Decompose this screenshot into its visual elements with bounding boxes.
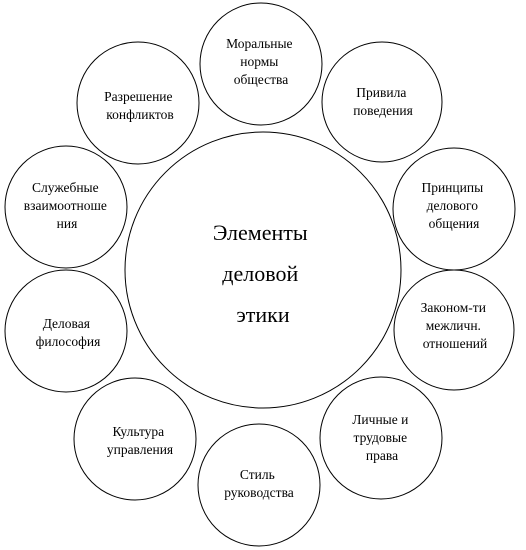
element-circle <box>76 41 200 165</box>
element-service-relations: Служебные взаимоотноше ния <box>4 145 128 269</box>
element-business-philosophy: Деловая философия <box>4 269 128 393</box>
element-management-culture: Культура управления <box>73 377 197 501</box>
element-label: Принципы делового общения <box>421 180 486 231</box>
element-interpersonal-laws: Законом-ти межличн. отношений <box>393 269 515 391</box>
center-title-line-3: этики <box>236 302 290 327</box>
element-principles-of-communication: Принципы делового общения <box>392 147 516 271</box>
element-label: Привила поведения <box>353 85 413 118</box>
element-label: Разрешение конфликтов <box>104 89 176 122</box>
element-label: Служебные взаимоотноше ния <box>24 180 110 231</box>
element-circle <box>321 41 443 163</box>
element-label: Деловая философия <box>36 316 101 349</box>
element-moral-norms: Моральные нормы общества <box>199 2 323 126</box>
center-title-line-2: деловой <box>222 261 298 286</box>
element-circle <box>393 269 515 391</box>
element-circle <box>73 377 197 501</box>
element-rules-of-conduct: Привила поведения <box>321 41 443 163</box>
element-label: Законом-ти межличн. отношений <box>421 300 490 351</box>
center-title: Элементы деловой этики <box>213 220 313 327</box>
element-leadership-style: Стиль руководства <box>197 423 321 547</box>
element-conflict-resolution: Разрешение конфликтов <box>76 41 200 165</box>
element-personal-labor-rights: Личные и трудовые права <box>319 376 443 500</box>
center-title-line-1: Элементы <box>213 220 308 245</box>
center-circle <box>124 131 402 409</box>
element-label: Культура управления <box>107 424 173 457</box>
element-circle <box>4 269 128 393</box>
element-circle <box>4 145 128 269</box>
element-circle <box>319 376 443 500</box>
element-circle <box>197 423 321 547</box>
element-circle <box>199 2 323 126</box>
element-label: Личные и трудовые права <box>352 412 411 463</box>
element-label: Стиль руководства <box>224 467 294 500</box>
element-label: Моральные нормы общества <box>226 36 296 87</box>
